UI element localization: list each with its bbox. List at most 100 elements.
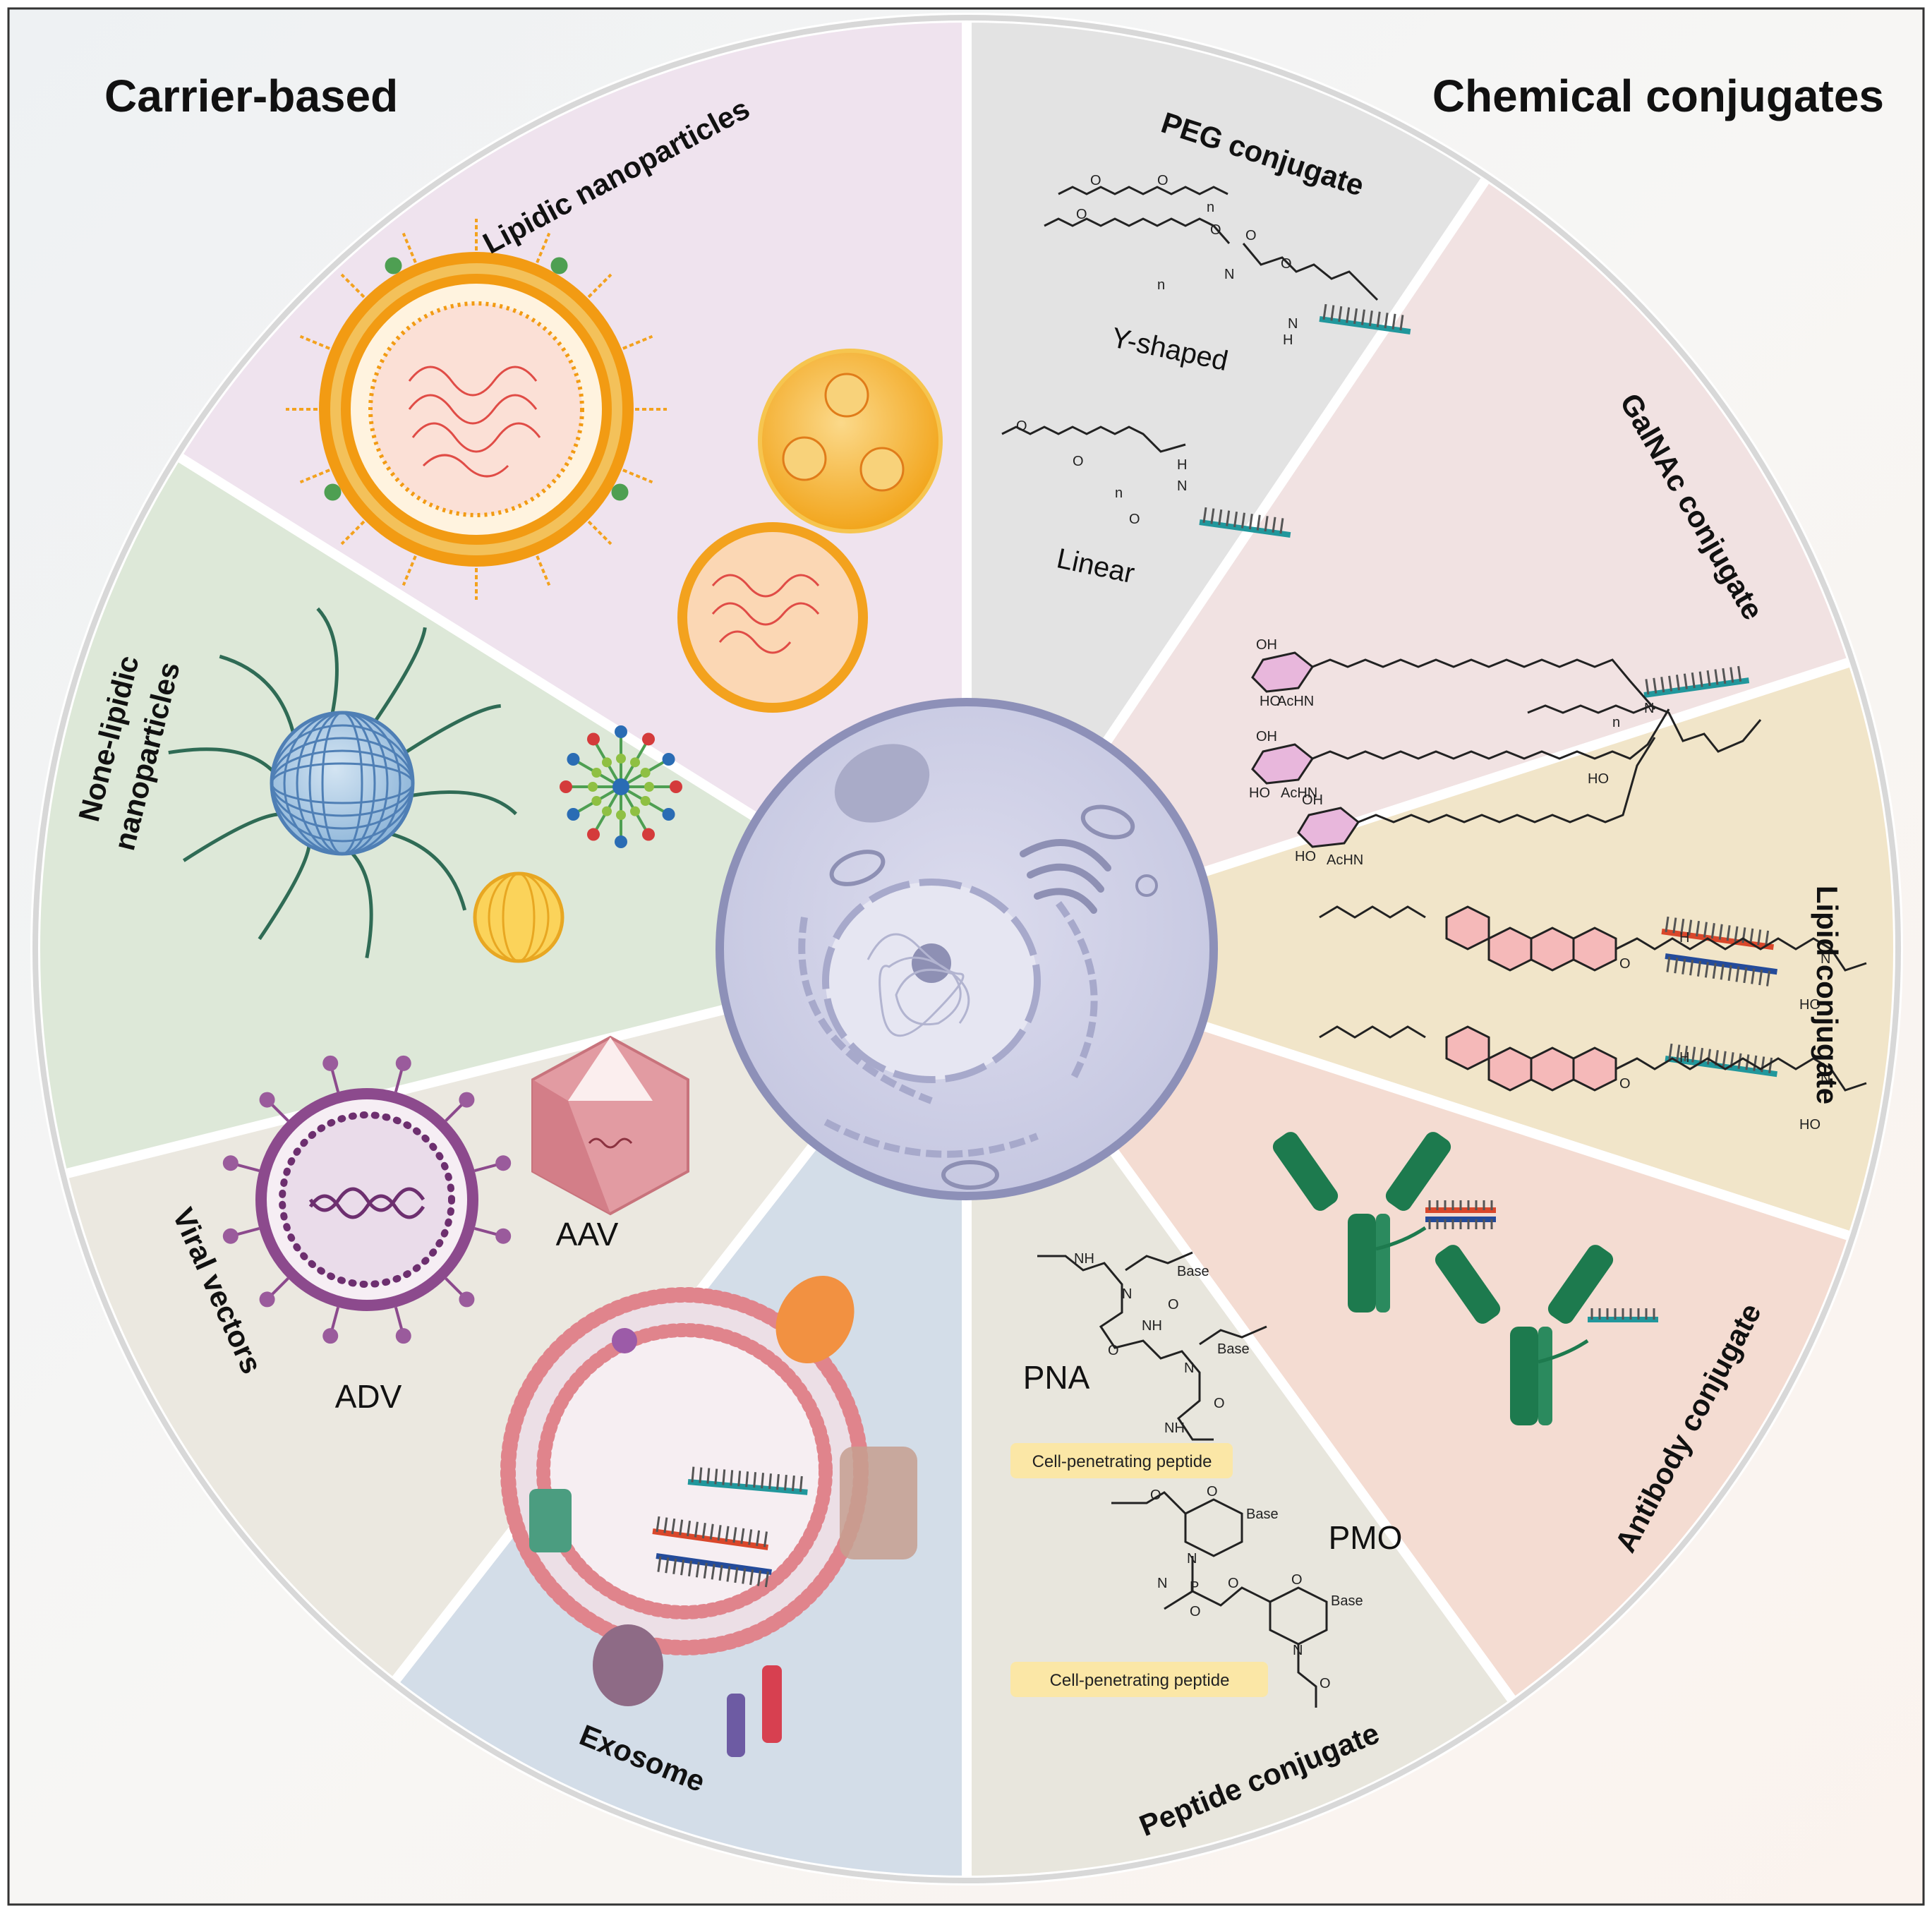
dendrimer xyxy=(560,725,682,848)
antibody-1-fc-left xyxy=(1348,1214,1376,1312)
oligo-exosome-single-base xyxy=(691,1466,695,1483)
oligo-galnac-base xyxy=(1722,668,1727,684)
adv-spike-knob xyxy=(259,1291,275,1308)
label-pna: PNA xyxy=(1023,1359,1090,1396)
oligo-galnac-base xyxy=(1683,673,1688,689)
lnp-peg-tail xyxy=(402,548,420,586)
pna-n-1: N xyxy=(1122,1286,1132,1302)
fullerene-strand xyxy=(411,790,517,816)
pmo-base-2: Base xyxy=(1331,1593,1363,1609)
oligo-exosome-antisense-base xyxy=(703,1562,708,1579)
antibody-2-fc-right xyxy=(1538,1327,1552,1425)
oligo-lipid-single-base xyxy=(1668,1043,1673,1060)
sln-cargo-3 xyxy=(859,447,905,492)
lnp-peg-tail xyxy=(582,273,612,303)
oligo-galnac-base xyxy=(1668,675,1673,692)
oligo-lipid-antisense-base xyxy=(1674,958,1679,974)
fullerene-meridian xyxy=(321,711,363,855)
lnp-peg-tail xyxy=(402,232,420,270)
peg-y-linker xyxy=(1242,243,1379,301)
adv-spike-knob xyxy=(459,1092,475,1108)
label-pmo: PMO xyxy=(1329,1519,1403,1556)
oligo-exosome-single-base xyxy=(783,1474,787,1491)
peg-y-h: H xyxy=(1283,332,1293,348)
peg-lin-o-1: O xyxy=(1016,418,1027,434)
galnac-oh-4: HO xyxy=(1588,771,1609,787)
oligo-peg-y-base xyxy=(1353,308,1358,325)
er-arc-2 xyxy=(823,1118,1039,1158)
oligo-exosome-antisense-base xyxy=(757,1570,762,1586)
oligo-exosome-antisense-base xyxy=(665,1557,670,1574)
pmo-o-top: O xyxy=(1150,1487,1161,1503)
oligo-lipid-single-base xyxy=(1706,1049,1711,1065)
oligo-peg-linear-base xyxy=(1264,516,1269,532)
oligo-peg-y-base xyxy=(1360,309,1365,325)
lnp-ligand xyxy=(385,257,402,274)
dendrimer-node xyxy=(591,768,602,778)
peg-lin-n: N xyxy=(1177,478,1187,494)
lipid-1-o: O xyxy=(1619,956,1631,972)
exosome-marker-green xyxy=(529,1489,572,1552)
oligo-exosome-sense-base xyxy=(656,1516,660,1533)
oligo-exosome-antisense-base xyxy=(687,1560,692,1576)
dendrimer-terminal xyxy=(642,732,655,746)
adv-spike-knob xyxy=(322,1055,339,1071)
cell-center xyxy=(716,698,1218,1200)
pna-nh-3: NH xyxy=(1164,1420,1185,1436)
oligo-lipid-antisense-base xyxy=(1758,969,1763,986)
lnp-peg-tail xyxy=(582,515,612,545)
peg-y-o-6: O xyxy=(1281,256,1292,272)
oligo-peg-linear xyxy=(1199,507,1291,538)
galnac-linker-1 xyxy=(1312,658,1656,710)
antibody-2-fab-right xyxy=(1547,1245,1614,1324)
oligo-exosome-antisense xyxy=(656,1553,772,1588)
lnp-peg-tail xyxy=(299,334,337,353)
pna-o-1: O xyxy=(1168,1297,1179,1312)
oligo-peg-y-base xyxy=(1384,313,1389,329)
liposome-rna-cargo xyxy=(711,574,820,654)
cpp-box-2 xyxy=(1010,1662,1268,1697)
oligo-exosome-antisense-base xyxy=(726,1566,731,1582)
label-adv: ADV xyxy=(335,1378,402,1415)
galnac-oh-3: OH xyxy=(1302,792,1323,808)
galnac-structure xyxy=(1251,651,1762,848)
galnac-achn-2: AcHN xyxy=(1281,785,1317,801)
oligo-peg-y-base xyxy=(1376,311,1381,327)
adv-spike-knob xyxy=(222,1155,239,1171)
chol-2-ring-a xyxy=(1445,1025,1490,1070)
fullerene-strand xyxy=(373,627,427,723)
lnp-core xyxy=(368,301,584,517)
peg-lin-h: H xyxy=(1177,457,1187,473)
oligo-lipid-sense-base xyxy=(1710,923,1715,939)
wheel-rim xyxy=(32,15,1901,1883)
oligo-peg-linear-base xyxy=(1279,518,1284,534)
pna-base-1: Base xyxy=(1177,1264,1209,1279)
oligo-peg-linear-base xyxy=(1202,507,1207,524)
dendrimer-node xyxy=(630,757,640,768)
oligo-lipid-antisense-base xyxy=(1720,964,1725,980)
pna-base-arm-2 xyxy=(1199,1325,1267,1346)
title-carrier-based: Carrier-based xyxy=(104,71,398,121)
oligo-peg-linear-backbone xyxy=(1199,519,1291,538)
oligo-exosome-antisense-base xyxy=(680,1559,685,1576)
dendrimer-node xyxy=(616,754,626,764)
mitochondrion-2 xyxy=(1080,804,1135,840)
dendrimer-node xyxy=(602,806,612,816)
aav-genome xyxy=(588,1137,633,1149)
oligo-lipid-sense-base xyxy=(1680,918,1685,935)
adv-spike-knob xyxy=(459,1291,475,1308)
lipid-2-o: O xyxy=(1619,1076,1631,1092)
non-lipidic-nanoparticles-art xyxy=(168,607,682,963)
pna-o-3: O xyxy=(1214,1396,1225,1411)
oligo-lipid-antisense-base xyxy=(1735,966,1740,982)
oligo-lipid-single-base xyxy=(1722,1051,1727,1067)
oligo-exosome-sense-base xyxy=(709,1523,714,1540)
oligo-exosome-sense-base xyxy=(671,1518,676,1535)
oligo-lipid-single-base xyxy=(1768,1057,1773,1073)
peg-y-arm-2 xyxy=(1044,217,1231,244)
fullerene-strand xyxy=(316,607,339,714)
oligo-lipid-sense-base xyxy=(1734,926,1739,942)
oligo-peg-linear-base xyxy=(1256,514,1261,531)
pmo-o-ring-2: O xyxy=(1291,1572,1303,1588)
peg-y-arm-1 xyxy=(1058,186,1228,195)
